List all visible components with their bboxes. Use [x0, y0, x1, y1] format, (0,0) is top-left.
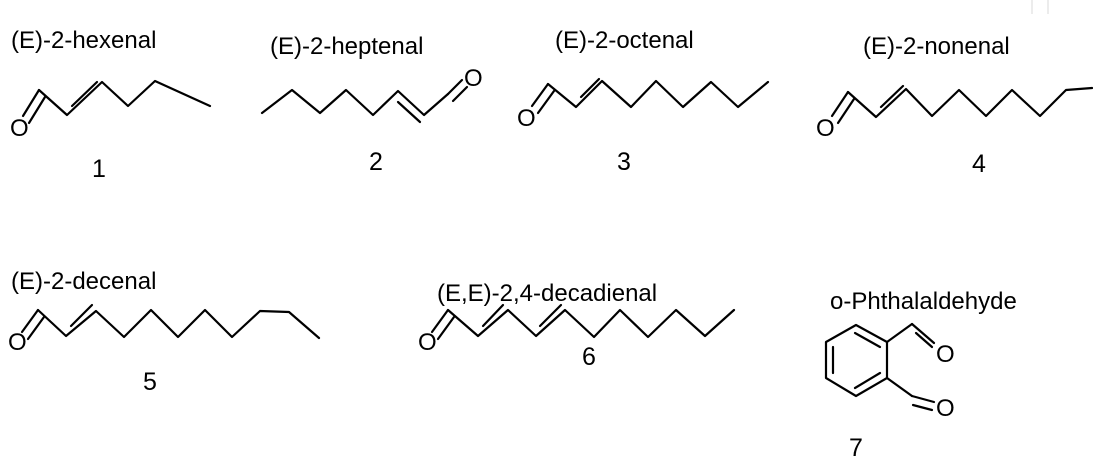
- molecule-1: (E)-2-hexenal O 1: [10, 27, 212, 183]
- skeletal-structure: [21, 79, 212, 125]
- oxygen-atom: O: [8, 329, 27, 356]
- molecule-7: o-Phthalaldehyde O O 7: [824, 288, 1017, 462]
- oxygen-atom: O: [464, 65, 483, 92]
- compound-number: 6: [582, 343, 596, 371]
- molecule-5: (E)-2-decenal O 5: [8, 268, 321, 396]
- molecule-name: (E)-2-octenal: [555, 27, 694, 54]
- skeletal-structure: [260, 78, 469, 124]
- molecule-4: (E)-2-nonenal O 4: [816, 33, 1093, 178]
- molecule-6: (E,E)-2,4-decadienal O 6: [418, 280, 736, 371]
- oxygen-atom: O: [936, 395, 955, 422]
- compound-number: 3: [617, 148, 631, 176]
- skeletal-structure: [824, 322, 936, 412]
- skeletal-structure: [20, 303, 321, 341]
- oxygen-atom: O: [816, 115, 835, 142]
- skeletal-structure: [830, 84, 1093, 125]
- molecule-3: (E)-2-octenal O 3: [517, 27, 770, 176]
- compound-number: 7: [849, 434, 863, 462]
- oxygen-atom: O: [936, 341, 955, 368]
- oxygen-atom: O: [10, 115, 29, 142]
- molecule-name: (E)-2-decenal: [11, 268, 156, 295]
- compound-number: 4: [972, 150, 986, 178]
- molecule-name: (E)-2-nonenal: [863, 33, 1010, 60]
- oxygen-atom: O: [418, 329, 437, 356]
- oxygen-atom: O: [517, 105, 536, 132]
- skeletal-structure: [430, 303, 736, 341]
- molecule-name: (E)-2-heptenal: [270, 33, 423, 60]
- compound-number: 1: [92, 155, 106, 183]
- molecule-name: (E,E)-2,4-decadienal: [437, 280, 657, 307]
- compound-number: 5: [143, 368, 157, 396]
- molecule-name: o-Phthalaldehyde: [830, 288, 1017, 315]
- molecule-2: (E)-2-heptenal O 2: [260, 33, 483, 176]
- molecule-name: (E)-2-hexenal: [11, 27, 156, 54]
- compound-number: 2: [369, 148, 383, 176]
- skeletal-structure: [530, 77, 770, 115]
